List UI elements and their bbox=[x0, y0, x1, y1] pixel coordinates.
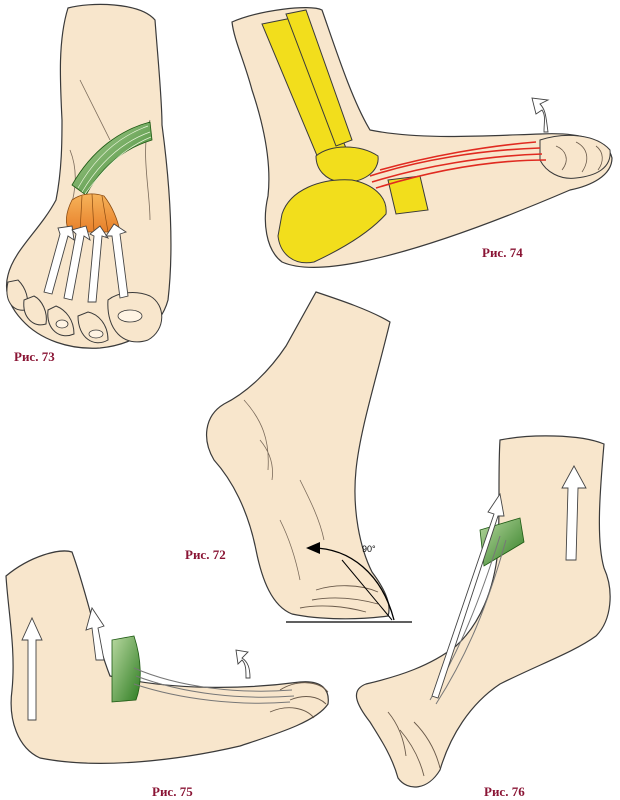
angle-radius-72 bbox=[341, 559, 393, 621]
angle-arrowhead-72 bbox=[306, 542, 320, 554]
foot-72-outline bbox=[206, 291, 391, 620]
arrow-73-4 bbox=[105, 223, 129, 299]
curved-arrow-75 bbox=[235, 649, 251, 679]
calcaneus-74 bbox=[277, 179, 387, 264]
toe-73-4 bbox=[23, 295, 47, 326]
orange-muscle-73-divisions bbox=[79, 193, 109, 233]
figure-74-foot-lateral-bones bbox=[231, 7, 613, 268]
caption-fig-75: Рис. 75 bbox=[152, 784, 193, 799]
caption-fig-73: Рис. 73 bbox=[14, 349, 55, 364]
foot-76-outline bbox=[355, 435, 611, 788]
caption-fig-76: Рис. 76 bbox=[484, 784, 525, 799]
arrow-73-2 bbox=[63, 225, 91, 301]
arrow-76-right bbox=[561, 465, 587, 561]
green-muscle-75 bbox=[111, 635, 141, 703]
nail-73-c bbox=[55, 319, 69, 329]
fibula-74 bbox=[285, 9, 353, 147]
arrow-73-1 bbox=[43, 225, 75, 295]
arrow-73-3 bbox=[87, 225, 110, 303]
toes-76 bbox=[387, 711, 441, 777]
figure-76-foot-inverted bbox=[355, 435, 611, 788]
angle-arc-72 bbox=[311, 547, 395, 621]
green-muscle-73-fibers bbox=[77, 125, 152, 195]
figure-72-foot-tiptoe bbox=[206, 291, 412, 623]
red-tendons-74 bbox=[369, 141, 547, 189]
arrow-76-left bbox=[431, 492, 505, 699]
caption-fig-72: Рис. 72 bbox=[185, 547, 226, 562]
toes-75 bbox=[269, 682, 329, 719]
toes-72 bbox=[299, 585, 379, 613]
caption-fig-74: Рис. 74 bbox=[482, 245, 523, 260]
foot-75-outline bbox=[5, 550, 329, 764]
nail-73-b bbox=[88, 329, 104, 339]
curved-arrow-74 bbox=[531, 97, 550, 133]
figure-75-foot-lateral-muscle bbox=[5, 550, 329, 764]
toes-74 bbox=[539, 134, 611, 179]
arrow-75-middle bbox=[85, 606, 105, 661]
tendons-75 bbox=[133, 667, 295, 704]
toe-lines-74 bbox=[555, 141, 603, 173]
figure-73-foot-top-view bbox=[5, 3, 172, 349]
contour-72 bbox=[243, 399, 325, 581]
arrow-75-left bbox=[21, 616, 43, 721]
talus-74 bbox=[315, 146, 379, 183]
angle-label-fig-72: 90° bbox=[362, 544, 376, 554]
cuboid-74 bbox=[387, 175, 429, 215]
nail-73-a bbox=[117, 309, 143, 323]
